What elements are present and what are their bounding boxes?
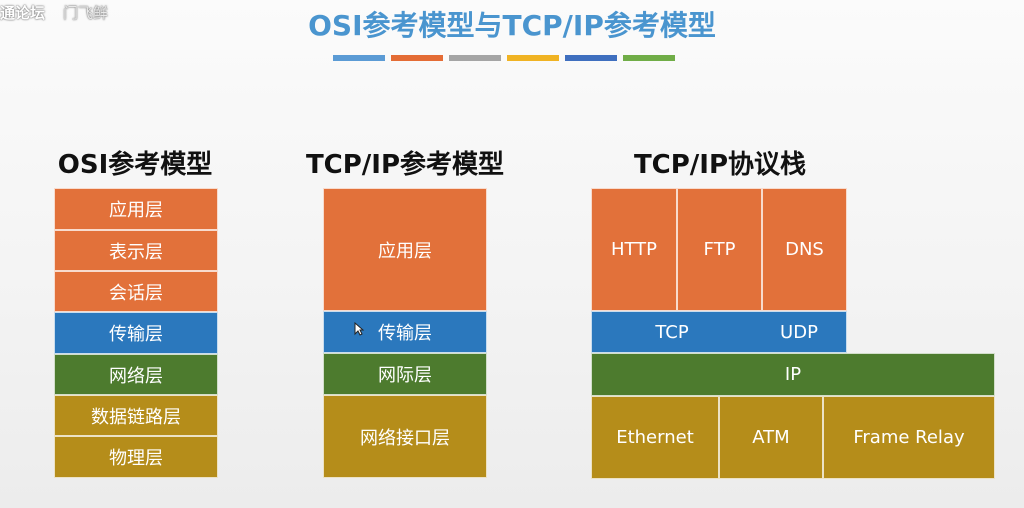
- color-bar-navy: [565, 55, 617, 61]
- tcpip-layer-label: 网际层: [378, 365, 432, 386]
- stack-protocol-ip: IP: [591, 353, 995, 396]
- stack-protocol-label: UDP: [780, 321, 818, 343]
- tcpip-layer-label: 网络接口层: [360, 427, 450, 449]
- watermark-text: 通论坛: [0, 4, 46, 22]
- tcpip-layer-internet: 网际层: [323, 353, 487, 395]
- stack-protocol-ethernet: Ethernet: [591, 396, 719, 479]
- osi-layer-label: 传输层: [109, 324, 163, 345]
- stack-protocol-tcp: TCP: [591, 311, 752, 353]
- osi-layer-label: 应用层: [109, 200, 163, 221]
- mouse-cursor-icon: [354, 322, 364, 336]
- tcpip-layer-application: 应用层: [323, 188, 487, 311]
- osi-layer-application: 应用层: [54, 188, 218, 230]
- osi-heading: OSI参考模型: [57, 150, 213, 180]
- stack-protocol-http: HTTP: [591, 188, 677, 311]
- stack-protocol-ftp: FTP: [677, 188, 762, 311]
- osi-layer-network: 网络层: [54, 354, 218, 395]
- color-bar-blue: [333, 55, 385, 61]
- tcpip-heading: TCP/IP参考模型: [305, 150, 505, 180]
- osi-layer-label: 数据链路层: [91, 406, 181, 428]
- stack-protocol-label: TCP: [655, 321, 689, 343]
- tcpip-layer-label: 应用层: [378, 240, 432, 262]
- stack-protocol-udp: UDP: [752, 311, 847, 353]
- color-bar-green: [623, 55, 675, 61]
- color-bar-gray: [449, 55, 501, 61]
- stack-protocol-atm: ATM: [719, 396, 823, 479]
- stack-heading: TCP/IP协议栈: [633, 150, 807, 180]
- watermark-faint-text: 门飞鲜: [63, 4, 109, 22]
- osi-layer-label: 网络层: [109, 365, 163, 387]
- page-title: OSI参考模型与TCP/IP参考模型: [308, 9, 716, 42]
- stack-protocol-label: Ethernet: [616, 427, 694, 448]
- stack-protocol-label: ATM: [752, 427, 790, 448]
- tcpip-layer-label: 传输层: [378, 323, 432, 344]
- stack-protocol-frame-relay: Frame Relay: [823, 396, 995, 479]
- stack-protocol-label: FTP: [703, 239, 736, 260]
- tcpip-layer-network-interface: 网络接口层: [323, 395, 487, 478]
- stack-protocol-label: HTTP: [610, 239, 658, 260]
- osi-layer-presentation: 表示层: [54, 230, 218, 271]
- osi-layer-label: 物理层: [109, 448, 163, 469]
- color-bar-yellow: [507, 55, 559, 61]
- osi-layer-physical: 物理层: [54, 436, 218, 478]
- stack-protocol-dns: DNS: [762, 188, 847, 311]
- osi-layer-transport: 传输层: [54, 312, 218, 354]
- stack-protocol-label: DNS: [785, 239, 824, 260]
- osi-layer-label: 表示层: [109, 241, 163, 263]
- tcpip-layer-transport: 传输层: [323, 311, 487, 353]
- stack-protocol-label: Frame Relay: [853, 427, 965, 448]
- osi-layer-session: 会话层: [54, 271, 218, 312]
- osi-layer-datalink: 数据链路层: [54, 395, 218, 436]
- stack-protocol-label: IP: [784, 364, 802, 385]
- color-bar-orange: [391, 55, 443, 61]
- osi-layer-label: 会话层: [109, 282, 163, 304]
- watermark: 通论坛门飞鲜: [0, 2, 108, 23]
